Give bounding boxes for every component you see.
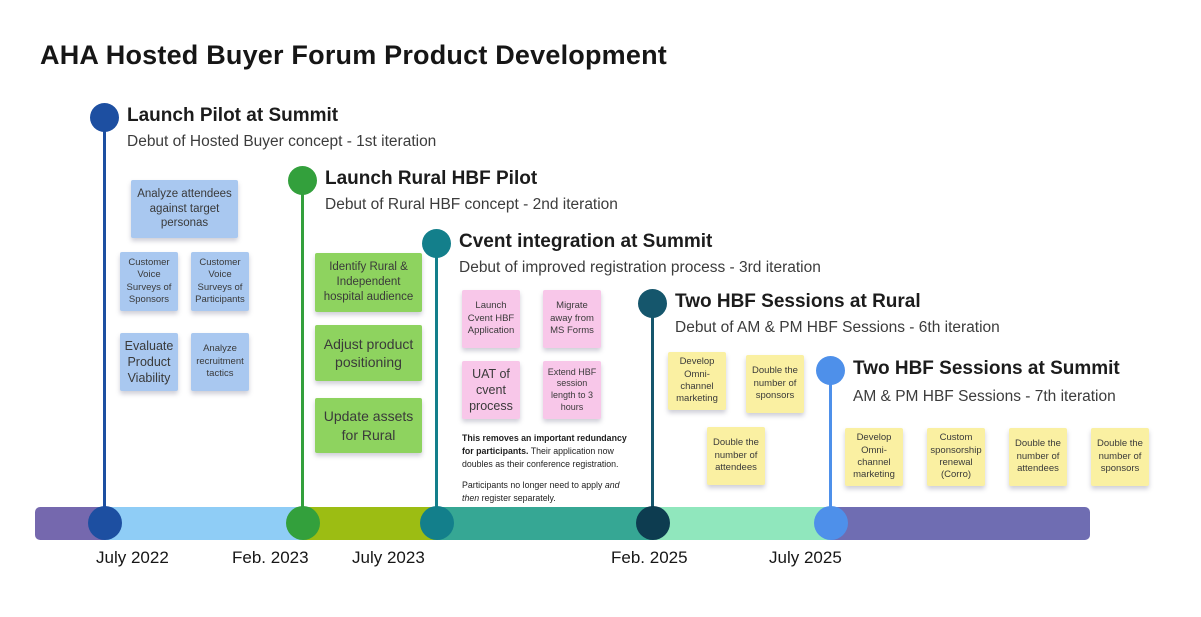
milestone-dot-icon (90, 103, 119, 132)
milestone-dot-icon (816, 356, 845, 385)
milestone-title: Two HBF Sessions at Rural (675, 291, 921, 312)
annotation-text: Participants no longer need to apply (462, 480, 605, 491)
timeline-segment (303, 507, 437, 540)
milestone-stem (651, 304, 654, 523)
sticky-note: Identify Rural & Independent hospital au… (315, 253, 422, 312)
timeline-node-icon (286, 506, 320, 540)
annotation-italic-text: and then (462, 480, 620, 503)
sticky-note: Analyze attendees against target persona… (131, 180, 238, 238)
sticky-note: Migrate away from MS Forms (543, 290, 601, 348)
milestone-subtitle: AM & PM HBF Sessions - 7th iteration (853, 388, 1116, 405)
sticky-note: Custom sponsorship renewal (Corro) (927, 428, 985, 486)
sticky-note: Customer Voice Surveys of Sponsors (120, 252, 178, 311)
timeline-node-icon (88, 506, 122, 540)
timeline-segment (653, 507, 831, 540)
milestone-subtitle: Debut of Hosted Buyer concept - 1st iter… (127, 133, 437, 150)
page-title: AHA Hosted Buyer Forum Product Developme… (40, 40, 667, 70)
timeline-segment (437, 507, 653, 540)
timeline-date-label: Feb. 2023 (232, 548, 309, 567)
timeline-date-label: Feb. 2025 (611, 548, 688, 567)
annotation-bold-text: This removes an important redundancy for… (462, 433, 627, 456)
sticky-note: Launch Cvent HBF Application (462, 290, 520, 348)
annotation-paragraph: Participants no longer need to apply and… (462, 479, 632, 505)
annotation-text: Their application now doubles as their c… (462, 445, 619, 469)
sticky-note: Update assets for Rural (315, 398, 422, 453)
sticky-note: Double the number of sponsors (1091, 428, 1149, 486)
timeline-segment (105, 507, 303, 540)
annotation-paragraph: This removes an important redundancy for… (462, 432, 632, 470)
milestone-title: Launch Rural HBF Pilot (325, 168, 538, 189)
sticky-note: Develop Omni-channel marketing (845, 428, 903, 486)
timeline-node-icon (636, 506, 670, 540)
timeline-date-label: July 2022 (96, 548, 169, 567)
milestone-dot-icon (422, 229, 451, 258)
milestone-stem (829, 371, 832, 523)
timeline-node-icon (420, 506, 454, 540)
sticky-note: Customer Voice Surveys of Participants (191, 252, 249, 311)
milestone-subtitle: Debut of improved registration process -… (459, 259, 821, 276)
milestone-subtitle: Debut of AM & PM HBF Sessions - 6th iter… (675, 319, 1000, 336)
cvent-annotation: This removes an important redundancy for… (462, 432, 632, 514)
sticky-note: Develop Omni-channel marketing (668, 352, 726, 410)
milestone-stem (301, 181, 304, 523)
milestone-dot-icon (638, 289, 667, 318)
milestone-subtitle: Debut of Rural HBF concept - 2nd iterati… (325, 196, 618, 213)
milestone-dot-icon (288, 166, 317, 195)
milestone-title: Cvent integration at Summit (459, 231, 713, 252)
sticky-note: UAT of cvent process (462, 361, 520, 419)
sticky-note: Adjust product positioning (315, 325, 422, 381)
sticky-note: Double the number of attendees (707, 427, 765, 485)
sticky-note: Double the number of sponsors (746, 355, 804, 413)
annotation-text: register separately. (479, 493, 556, 503)
milestone-title: Two HBF Sessions at Summit (853, 358, 1120, 379)
milestone-stem (435, 244, 438, 523)
timeline-segment (831, 507, 1090, 540)
milestone-stem (103, 118, 106, 523)
timeline-date-label: July 2023 (352, 548, 425, 567)
sticky-note: Double the number of attendees (1009, 428, 1067, 486)
timeline-date-label: July 2025 (769, 548, 842, 567)
sticky-note: Evaluate Product Viability (120, 333, 178, 391)
milestone-title: Launch Pilot at Summit (127, 105, 339, 126)
sticky-note: Extend HBF session length to 3 hours (543, 361, 601, 419)
sticky-note: Analyze recruitment tactics (191, 333, 249, 391)
timeline-node-icon (814, 506, 848, 540)
